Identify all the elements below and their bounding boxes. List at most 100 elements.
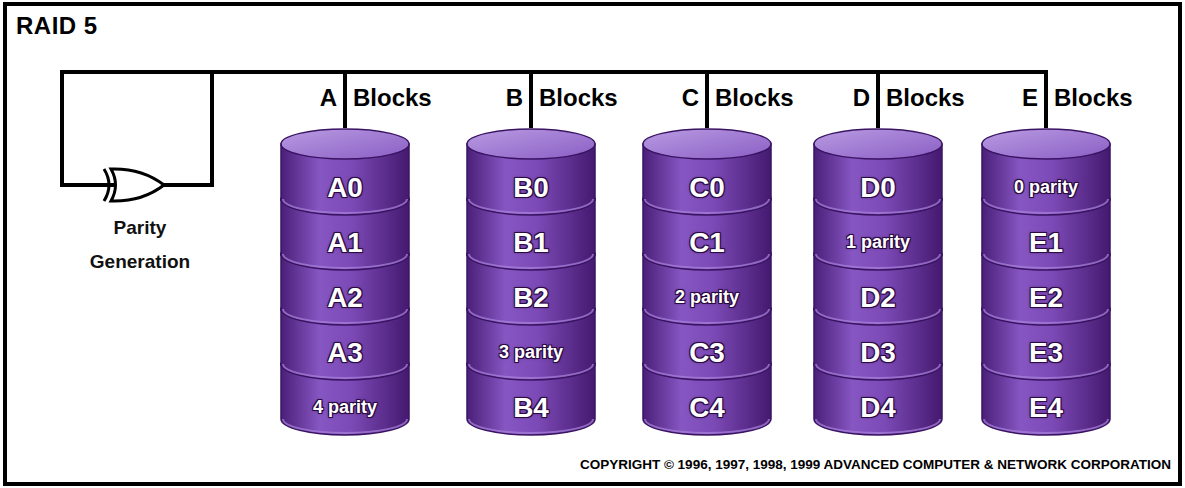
disk-letter: B	[506, 84, 523, 112]
block-label: 3 parity	[466, 325, 596, 380]
cylinder-body	[281, 309, 409, 380]
block-label: A3	[280, 325, 410, 380]
block-label: A0	[280, 160, 410, 215]
disk-letter: D	[853, 84, 870, 112]
block-label: C4	[642, 380, 772, 435]
cylinder-top	[982, 239, 1110, 269]
cylinder-top	[814, 184, 942, 214]
block-label: B0	[466, 160, 596, 215]
diagram-title: RAID 5	[16, 12, 98, 40]
cylinder-body	[814, 254, 942, 325]
cylinder-body	[467, 309, 595, 380]
cylinder-rim	[816, 254, 940, 268]
cylinder-top	[982, 349, 1110, 379]
cylinder-top	[814, 294, 942, 324]
block-label: B1	[466, 215, 596, 270]
cylinder-top	[467, 349, 595, 379]
cylinder-top	[643, 184, 771, 214]
block-label: D2	[813, 270, 943, 325]
cylinder-top	[643, 239, 771, 269]
cylinder-body	[643, 199, 771, 270]
block-label: E4	[981, 380, 1111, 435]
block-label: A1	[280, 215, 410, 270]
cylinder-body	[814, 309, 942, 380]
disk-block: A0	[280, 128, 410, 215]
block-label: C3	[642, 325, 772, 380]
block-label: D4	[813, 380, 943, 435]
disk-heading: Blocks	[715, 84, 794, 112]
cylinder-top	[281, 129, 409, 159]
cylinder-top	[982, 129, 1110, 159]
disk-letter: C	[682, 84, 699, 112]
cylinder-body	[982, 364, 1110, 435]
cylinder-body	[982, 199, 1110, 270]
block-label: E2	[981, 270, 1111, 325]
block-label: 0 parity	[981, 160, 1111, 215]
block-label: B2	[466, 270, 596, 325]
cylinder-top	[467, 294, 595, 324]
cylinder-body	[281, 199, 409, 270]
cylinder-top	[814, 349, 942, 379]
disk-heading: Blocks	[1054, 84, 1133, 112]
disk-block: D0	[813, 128, 943, 215]
cylinder-body	[281, 364, 409, 435]
cylinder-rim	[645, 309, 769, 323]
block-label: C0	[642, 160, 772, 215]
cylinder-body	[814, 364, 942, 435]
disk-stack: BBlocksB0B1B23 parityB4	[466, 128, 596, 435]
cylinder-top	[281, 239, 409, 269]
disk-block: B0	[466, 128, 596, 215]
cylinder-top	[281, 184, 409, 214]
cylinder-body	[982, 309, 1110, 380]
disk-block: C0	[642, 128, 772, 215]
cylinder-rim	[984, 199, 1108, 213]
disk-stack: ABlocksA0A1A2A34 parity	[280, 128, 410, 435]
cylinder-top	[281, 349, 409, 379]
gate-output	[164, 183, 200, 187]
block-label: D3	[813, 325, 943, 380]
cylinder-top	[643, 294, 771, 324]
block-label: 2 parity	[642, 270, 772, 325]
cylinder-body	[281, 254, 409, 325]
cylinder-body	[643, 364, 771, 435]
feedback-wire	[62, 72, 212, 185]
cylinder-body	[467, 364, 595, 435]
cylinder-body	[467, 254, 595, 325]
cylinder-body	[643, 254, 771, 325]
disk-heading: Blocks	[539, 84, 618, 112]
cylinder-body	[982, 254, 1110, 325]
disk-stack: EBlocks0 parityE1E2E3E4	[981, 128, 1111, 435]
cylinder-top	[814, 239, 942, 269]
disk-heading: Blocks	[886, 84, 965, 112]
xor-gate-symbol	[80, 165, 200, 205]
bus-wire	[200, 72, 707, 185]
cylinder-segment	[981, 128, 1111, 215]
cylinder-top	[982, 294, 1110, 324]
or-body	[111, 169, 164, 201]
copyright-note: COPYRIGHT © 1996, 1997, 1998, 1999 ADVAN…	[580, 457, 1171, 472]
cylinder-rim	[469, 364, 593, 378]
block-label: C1	[642, 215, 772, 270]
disk-block: 0 parity	[981, 128, 1111, 215]
disk-stack: CBlocksC0C12 parityC3C4	[642, 128, 772, 435]
cylinder-top	[467, 239, 595, 269]
block-label: E3	[981, 325, 1111, 380]
cylinder-body	[814, 199, 942, 270]
block-label: A2	[280, 270, 410, 325]
cylinder-body	[643, 309, 771, 380]
cylinder-top	[467, 129, 595, 159]
disk-stack: DBlocksD01 parityD2D3D4	[813, 128, 943, 435]
disk-letter: A	[320, 84, 337, 112]
block-label: 4 parity	[280, 380, 410, 435]
cylinder-top	[643, 129, 771, 159]
block-label: B4	[466, 380, 596, 435]
disk-letter: E	[1022, 84, 1038, 112]
block-label: D0	[813, 160, 943, 215]
cylinder-rim	[283, 419, 407, 433]
cylinder-top	[814, 129, 942, 159]
cylinder-top	[467, 184, 595, 214]
cylinder-top	[281, 294, 409, 324]
xor-gate: Parity Generation	[80, 165, 200, 279]
xor-curve	[104, 169, 109, 201]
cylinder-top	[982, 184, 1110, 214]
